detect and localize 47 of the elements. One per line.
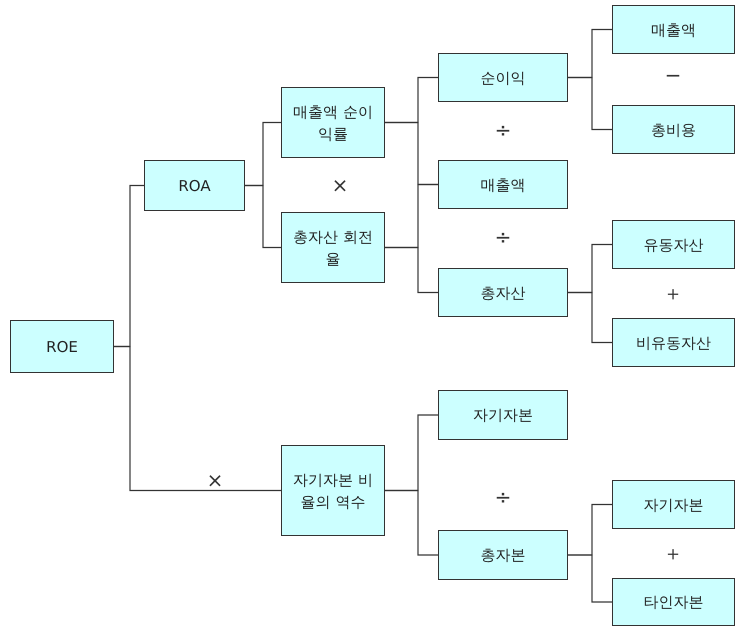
operator-sign: ＋ xyxy=(663,283,683,303)
connector-line xyxy=(385,246,438,294)
node-box xyxy=(438,530,568,580)
operator-sign: ÷ xyxy=(494,487,512,507)
node-box xyxy=(438,160,568,209)
node-box xyxy=(612,5,735,54)
operator-sign: × xyxy=(206,470,224,490)
node-box xyxy=(438,53,568,102)
node-label: 타인자본 xyxy=(642,592,704,613)
node-label: 총자본 xyxy=(480,545,526,566)
node-box xyxy=(438,268,568,317)
node-box xyxy=(438,390,568,440)
node-box xyxy=(612,318,735,367)
node-box xyxy=(281,445,385,536)
node-label: 매출액 순이익률 xyxy=(292,102,374,144)
node-label: 유동자산 xyxy=(642,234,704,256)
node-label: 자기자본 xyxy=(472,405,534,426)
node-label: 총자산 xyxy=(480,282,526,304)
connector-line xyxy=(114,346,281,492)
connector-line xyxy=(568,292,612,344)
node-label: 비유동자산 xyxy=(635,332,712,354)
node-label: 순이익 xyxy=(480,68,526,88)
node-box xyxy=(144,160,245,211)
node-box xyxy=(10,320,114,373)
node-box xyxy=(612,105,735,154)
node-label: ROE xyxy=(45,336,79,358)
node-box xyxy=(281,212,385,283)
node-box xyxy=(612,480,735,529)
node-label: 매출액 xyxy=(650,20,697,40)
operator-sign: × xyxy=(332,175,348,195)
node-label: 자기자본 비율의 역수 xyxy=(292,470,374,512)
connector-line xyxy=(245,184,281,248)
node-label: 총비용 xyxy=(650,120,697,140)
connector-line xyxy=(568,554,612,603)
connector-line xyxy=(385,490,438,556)
node-label: 총자산 회전율 xyxy=(292,226,374,270)
node-label: ROA xyxy=(177,176,212,196)
node-box xyxy=(612,578,735,626)
connector-line xyxy=(568,76,612,130)
node-box xyxy=(281,87,385,158)
operator-sign: − xyxy=(664,65,682,85)
node-box xyxy=(612,220,735,269)
node-label: 자기자본 xyxy=(642,494,704,516)
operator-sign: ÷ xyxy=(494,120,512,140)
operator-sign: ÷ xyxy=(494,227,512,247)
node-label: 매출액 xyxy=(480,174,526,196)
operator-sign: ＋ xyxy=(663,543,683,563)
